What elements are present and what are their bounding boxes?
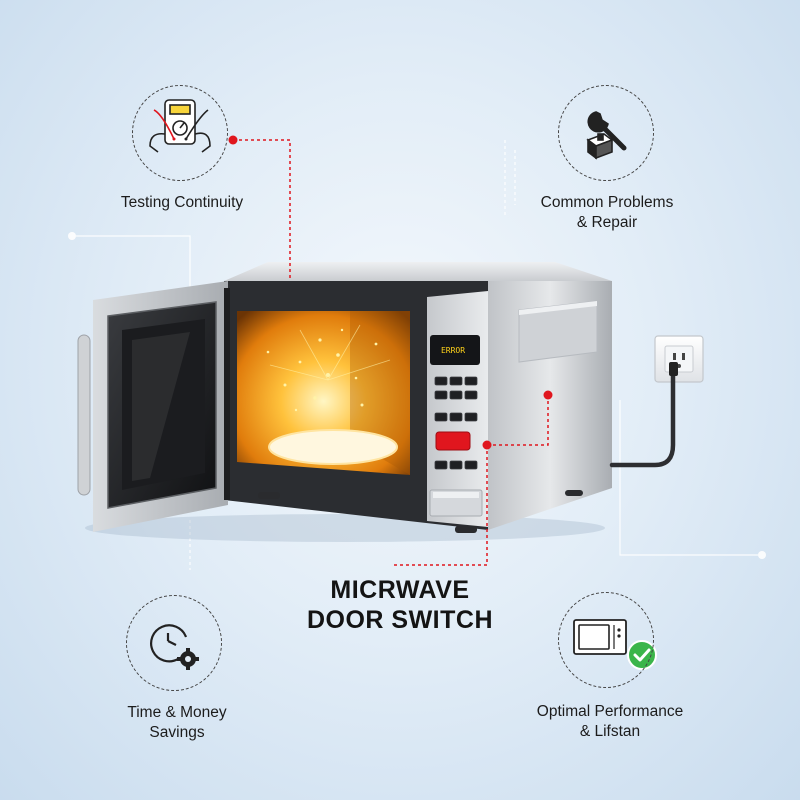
microwave-door — [77, 281, 230, 532]
testing-icon-ring — [132, 85, 228, 181]
floor-shadow — [85, 514, 605, 542]
display-screen — [430, 335, 480, 365]
callout-lines — [233, 139, 549, 566]
control-panel — [427, 291, 488, 527]
display-error-text: ERROR — [440, 346, 466, 355]
testing-continuity-label: Testing Continuity — [120, 194, 244, 211]
callout-dots — [228, 135, 553, 450]
page-title-line-1: MICRWAVE — [330, 576, 470, 604]
door-handle — [77, 334, 91, 496]
problems-icon-ring — [558, 85, 654, 181]
power-cord — [609, 369, 676, 468]
door-switch-highlight — [435, 431, 471, 451]
performance-icon-ring — [558, 592, 654, 688]
power-plug — [669, 362, 678, 376]
optimal-performance-label: Optimal Performance & Lifstan — [536, 703, 684, 740]
page-title-line-2: DOOR SWITCH — [306, 606, 494, 634]
savings-icon-ring — [126, 595, 222, 691]
time-money-label: Time & Money Savings — [127, 704, 227, 741]
oven-cavity — [237, 311, 410, 475]
common-problems-label: Common Problems & Repair — [540, 194, 674, 231]
guide-lines — [68, 140, 766, 570]
wall-socket — [654, 335, 704, 383]
turntable-plate — [268, 429, 398, 465]
